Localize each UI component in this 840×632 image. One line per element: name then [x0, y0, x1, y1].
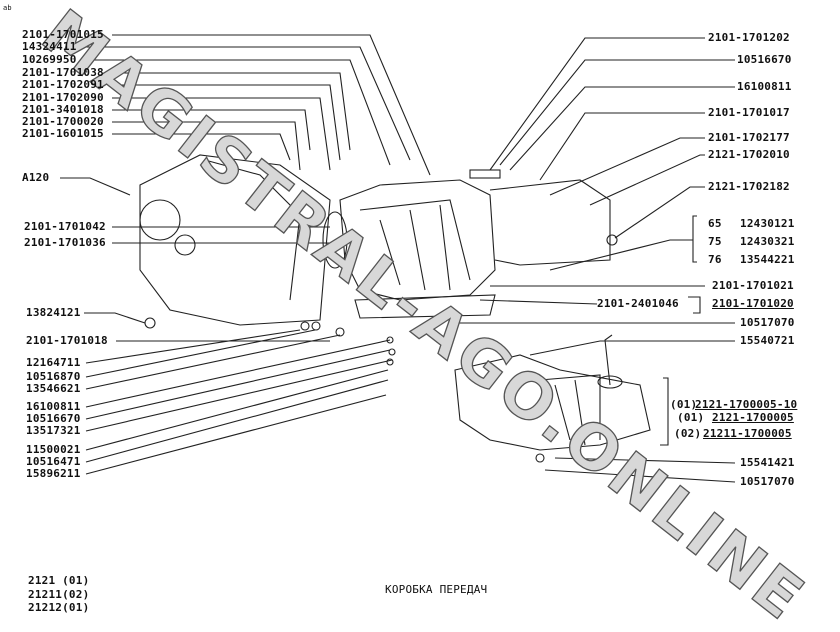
- part-label: 2101-1701202: [708, 31, 790, 44]
- part-label: 15896211: [26, 467, 81, 480]
- model-label: 21212(01): [28, 601, 90, 614]
- model-label: 2121 (01): [28, 574, 90, 587]
- part-label: 2101-1701042: [24, 220, 106, 233]
- variant-length: 75: [708, 235, 722, 248]
- part-label: A120: [22, 171, 50, 184]
- part-label: 15540721: [740, 334, 795, 347]
- part-label: 13546621: [26, 382, 81, 395]
- part-label: 2101-1702091: [22, 78, 104, 91]
- part-label: 16100811: [737, 80, 792, 93]
- part-label: 2121-1700005-10: [695, 398, 798, 411]
- part-label: 2101-1701015: [22, 28, 104, 41]
- model-code: (01): [677, 411, 705, 424]
- part-label: 2101-1702177: [708, 131, 790, 144]
- part-label: 12430121: [740, 217, 795, 230]
- part-label: 15541421: [740, 456, 795, 469]
- part-label: 10516670: [26, 412, 81, 425]
- gearbox-housing-drawing: [144, 169, 618, 366]
- variant-length: 65: [708, 217, 722, 230]
- part-label: 2101-1702090: [22, 91, 104, 104]
- part-label: 2101-1701018: [26, 334, 108, 347]
- part-label: 2101-2401046: [597, 297, 679, 310]
- part-label: 13544221: [740, 253, 795, 266]
- model-code: (01): [670, 398, 698, 411]
- part-label: 2101-3401018: [22, 103, 104, 116]
- model-label: 21211(02): [28, 588, 90, 601]
- part-label: 2101-1701036: [24, 236, 106, 249]
- part-label: 10516870: [26, 370, 81, 383]
- part-label: 2101-1701017: [708, 106, 790, 119]
- variant-length: 76: [708, 253, 722, 266]
- diagram-title: КОРОБКА ПЕРЕДАЧ: [385, 583, 488, 596]
- part-label: 2101-1701021: [712, 279, 794, 292]
- corner-mark: ab: [3, 4, 12, 12]
- leader-lines: [60, 34, 736, 483]
- part-label: 10517070: [740, 316, 795, 329]
- part-label: 10516471: [26, 455, 81, 468]
- part-label: 12430321: [740, 235, 795, 248]
- part-label: 10517070: [740, 475, 795, 488]
- clutch-housing-drawing: [139, 154, 331, 326]
- part-label: 16100811: [26, 400, 81, 413]
- part-label: 2121-1702010: [708, 148, 790, 161]
- part-label: 13517321: [26, 424, 81, 437]
- part-label: 10516670: [737, 53, 792, 66]
- part-label: 2101-1700020: [22, 115, 104, 128]
- part-label: 14324411: [22, 40, 77, 53]
- part-label: 13824121: [26, 306, 81, 319]
- part-label: 11500021: [26, 443, 81, 456]
- part-label: 21211-1700005: [703, 427, 792, 440]
- assembled-gearbox-drawing: [454, 334, 651, 463]
- part-label: 2121-1702182: [708, 180, 790, 193]
- part-label: 2121-1700005: [712, 411, 794, 424]
- model-code: (02): [674, 427, 702, 440]
- part-label: 2101-1701038: [22, 66, 104, 79]
- part-label: 10269950: [22, 53, 77, 66]
- part-label: 12164711: [26, 356, 81, 369]
- part-label: 2101-1701020: [712, 297, 794, 310]
- part-label: 2101-1601015: [22, 127, 104, 140]
